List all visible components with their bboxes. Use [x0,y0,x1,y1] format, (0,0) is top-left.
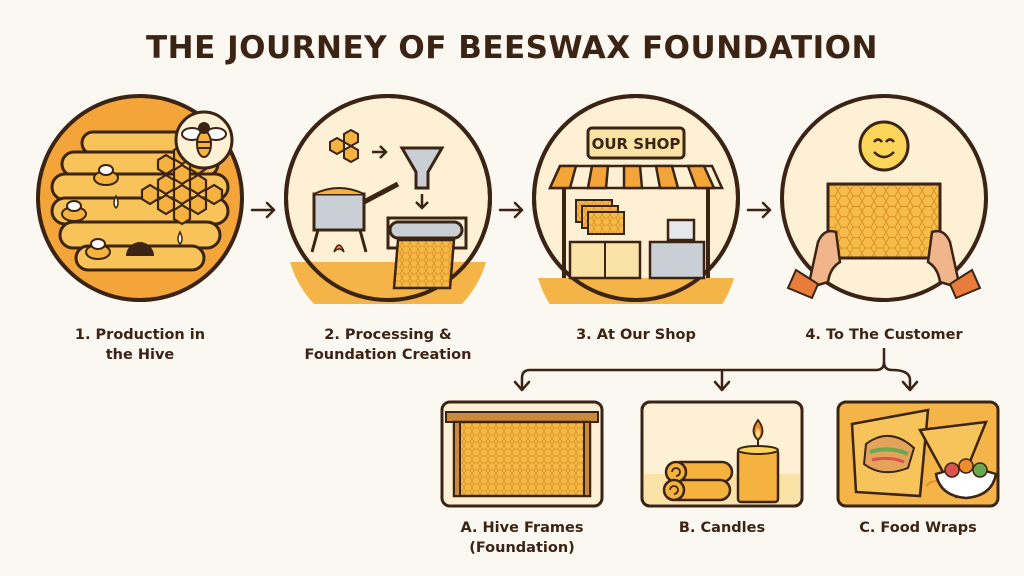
arrow-down-icon [901,380,919,392]
product-caption-b: B. Candles [622,518,822,538]
stage-caption-1: 1. Production in the Hive [34,325,246,365]
stage-caption-2: 2. Processing & Foundation Creation [282,325,494,365]
stage-caption-line: 2. Processing & [324,327,452,343]
product-candles [640,400,804,508]
product-caption-c: C. Food Wraps [818,518,1018,538]
stage-caption-line: Foundation Creation [304,347,472,363]
arrow-right-icon [498,201,524,219]
stage-production-hive [34,92,246,304]
shop-icon: OUR SHOP [532,94,740,304]
product-caption-line: C. Food Wraps [859,520,977,536]
stage-shop: OUR SHOP [530,92,742,304]
product-caption-a: A. Hive Frames (Foundation) [422,518,622,558]
stage-caption-3: 3. At Our Shop [530,325,742,345]
beehive-icon [36,94,244,302]
stage-caption-line: the Hive [105,347,175,363]
wax-processing-icon [284,94,492,304]
product-food-wraps [836,400,1000,508]
page-title: THE JOURNEY OF BEESWAX FOUNDATION [146,30,878,66]
product-hive-frames [440,400,604,508]
shop-sign: OUR SHOP [592,135,681,153]
customer-icon [780,94,988,302]
product-caption-line: (Foundation) [469,540,575,556]
product-caption-line: A. Hive Frames [460,520,584,536]
stage-caption-line: 4. To The Customer [805,327,963,343]
arrow-right-icon [746,201,772,219]
hive-frame-icon [440,400,604,508]
arrow-down-icon [713,380,731,392]
arrow-right-icon [250,201,276,219]
product-caption-line: B. Candles [678,520,766,536]
candle-icon [640,400,804,508]
stage-processing [282,92,494,304]
food-wrap-icon [836,400,1000,508]
stage-caption-line: 1. Production in [74,327,206,343]
stage-customer [778,92,990,304]
arrow-down-icon [513,380,531,392]
stage-caption-line: 3. At Our Shop [576,327,696,343]
stage-caption-4: 4. To The Customer [778,325,990,345]
